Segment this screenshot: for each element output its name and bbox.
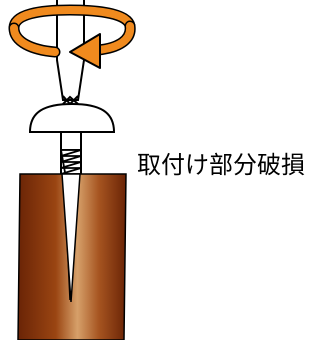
- screw-icon: [28, 95, 116, 207]
- damage-caption: 取付け部分破損: [137, 151, 305, 179]
- rotate-arrow-icon: [8, 4, 136, 69]
- split-wood-icon: [17, 173, 127, 340]
